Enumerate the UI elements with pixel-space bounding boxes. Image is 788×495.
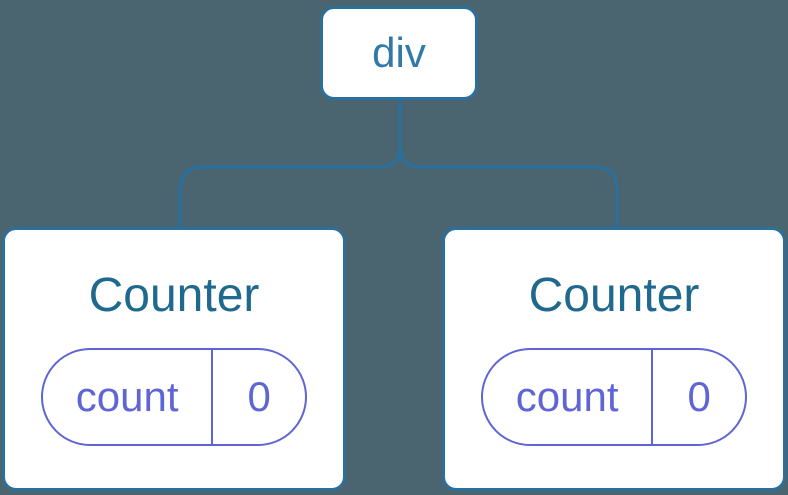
state-pill: count 0 (41, 348, 307, 446)
root-node: div (320, 6, 478, 100)
state-name: count (483, 350, 654, 444)
state-pill: count 0 (481, 348, 747, 446)
branch-right-path (398, 98, 619, 230)
state-value: 0 (687, 373, 711, 420)
root-node-label: div (372, 29, 426, 76)
counter-card-right: Counter count 0 (442, 227, 786, 491)
counter-card-left: Counter count 0 (2, 227, 346, 491)
counter-card-title: Counter (88, 269, 260, 322)
state-value: 0 (247, 373, 271, 420)
state-name: count (43, 350, 214, 444)
counter-card-title: Counter (528, 269, 700, 322)
branch-left-path (178, 98, 402, 230)
